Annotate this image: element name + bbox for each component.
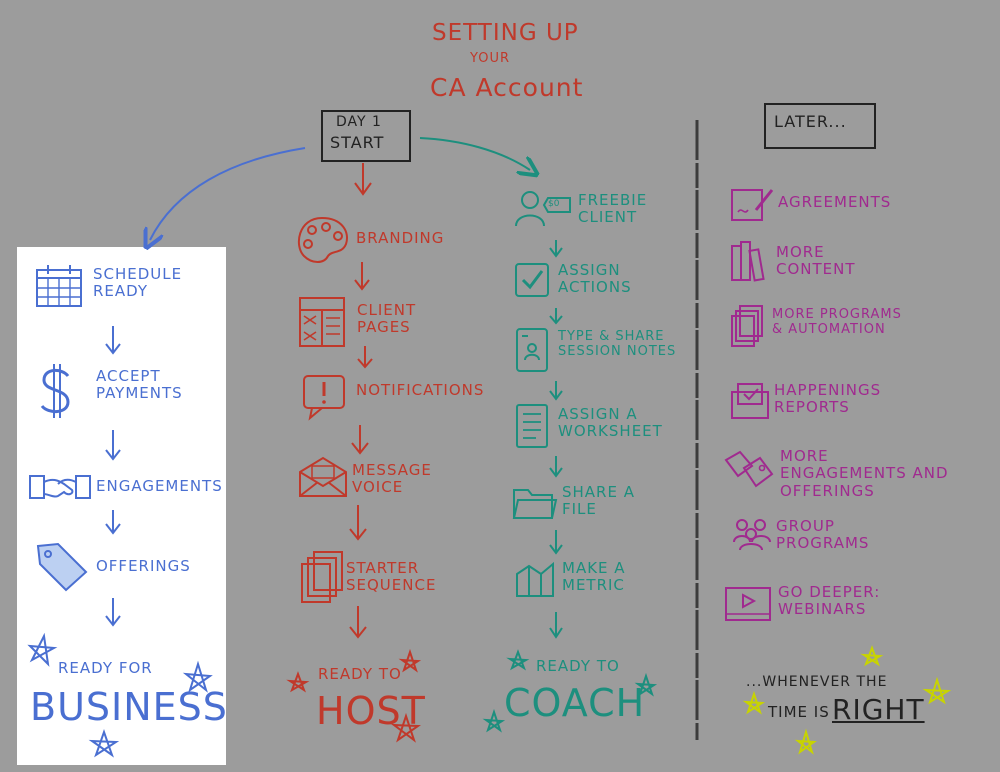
teal-item-share-file: Share a File: [562, 483, 635, 519]
documents-stack-icon: [301, 551, 343, 603]
teal-down-arrows: [549, 240, 563, 639]
tag-icon: [36, 542, 88, 592]
title-line-2: your: [470, 51, 511, 66]
teal-item-freebie: Freebie Client: [578, 191, 648, 227]
report-mail-icon: [731, 383, 769, 419]
start-box-line-1: Day 1: [336, 114, 382, 130]
envelope-icon: [299, 456, 347, 497]
free-price-badge: $0: [548, 199, 560, 209]
blue-end-big: Business: [30, 685, 228, 729]
dollar-icon: [40, 364, 70, 418]
person-icon: [515, 191, 571, 227]
notification-icon: [303, 375, 345, 421]
red-item-client-pages: Client Pages: [357, 301, 417, 337]
red-item-notifications: Notifications: [356, 381, 485, 399]
teal-item-metric: Make a Metric: [562, 559, 626, 595]
metric-chart-icon: [516, 561, 554, 597]
handshake-icon: [29, 475, 91, 499]
teal-item-worksheet: Assign a Worksheet: [558, 405, 663, 441]
calendar-icon: [36, 265, 82, 307]
blue-item-engagements: Engagements: [96, 477, 223, 495]
later-box: [764, 103, 876, 149]
red-item-message-voice: Message Voice: [352, 461, 432, 497]
programs-stack-icon: [731, 305, 763, 347]
books-icon: [731, 241, 765, 282]
session-notes-icon: [516, 328, 548, 372]
later-item-happenings: Happenings Reports: [774, 381, 882, 417]
later-item-webinars: Go Deeper: Webinars: [778, 583, 881, 619]
checklist-icon: [515, 263, 549, 297]
red-item-starter-sequence: Starter Sequence: [346, 559, 437, 595]
later-item-more-content: More Content: [776, 243, 856, 279]
footer-line-1: ...Whenever the: [746, 674, 888, 690]
later-item-agreements: Agreements: [778, 193, 892, 211]
blue-item-payments: Accept Payments: [96, 367, 183, 403]
teal-item-assign-actions: Assign Actions: [558, 261, 632, 297]
red-end-small: Ready to: [318, 665, 402, 683]
worksheet-icon: [516, 404, 548, 448]
palette-icon: [297, 216, 348, 263]
start-box-line-2: Start: [330, 133, 385, 152]
later-item-group-programs: Group Programs: [776, 517, 870, 553]
arrow-start-to-teal: [419, 137, 530, 170]
start-box: [321, 110, 411, 162]
arrow-start-to-blue: [150, 147, 306, 240]
pages-icon: [299, 297, 345, 347]
later-item-more-programs: More Programs & Automation: [772, 307, 902, 337]
red-down-arrows: [349, 163, 373, 639]
agreement-icon: [731, 189, 774, 221]
star-marks: [27, 632, 952, 758]
webinar-video-icon: [725, 587, 771, 621]
blue-end-small: Ready for: [58, 659, 153, 677]
blue-item-offerings: Offerings: [96, 557, 191, 575]
footer-line-2a: time is: [768, 703, 830, 721]
later-box-label: Later...: [774, 112, 847, 131]
title-line-1: Setting Up: [432, 20, 579, 46]
red-end-big: Host: [316, 689, 426, 733]
later-item-more-engagements: More Engagements and Offerings: [780, 447, 949, 500]
teal-item-session-notes: Type & Share Session Notes: [558, 329, 677, 359]
teal-end-big: Coach: [504, 681, 646, 725]
folder-icon: [512, 489, 558, 519]
title-line-3: CA Account: [430, 73, 584, 102]
blue-item-schedule: Schedule Ready: [93, 265, 183, 301]
engagement-tags-icon: [724, 450, 774, 488]
red-item-branding: Branding: [356, 229, 445, 247]
teal-end-small: Ready to: [536, 657, 620, 675]
group-icon: [733, 519, 771, 551]
footer-line-2b: Right: [832, 693, 925, 726]
blue-down-arrows: [105, 326, 121, 627]
